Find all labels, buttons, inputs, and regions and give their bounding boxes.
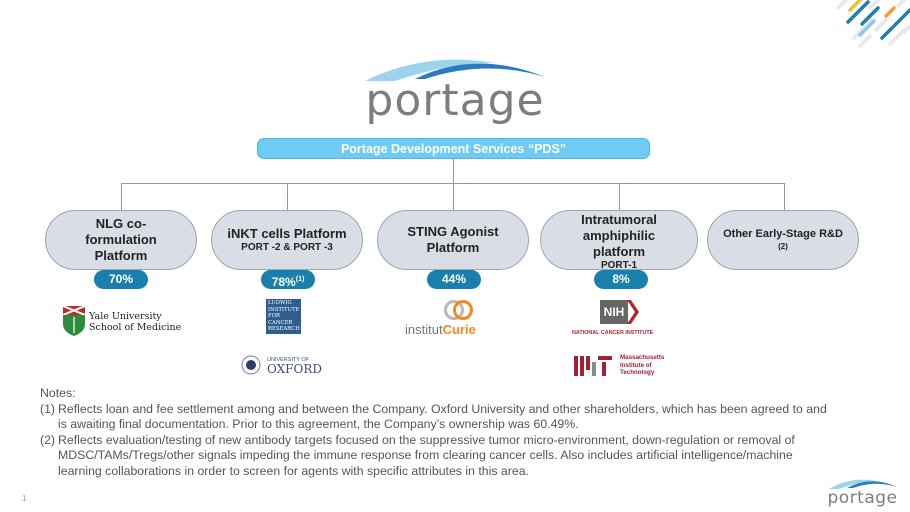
- platform-title: Other Early-Stage R&D: [723, 228, 843, 240]
- connector-trunk: [453, 159, 454, 183]
- footnote-ref: (1): [295, 276, 305, 283]
- footer-portage-logo: portage: [825, 478, 900, 510]
- logo-wordmark: portage: [365, 75, 545, 126]
- connector-drop-4: [619, 183, 620, 210]
- footer-logo-wordmark: portage: [827, 488, 898, 508]
- platform-subtitle: PORT -2 & PORT -3: [241, 242, 333, 253]
- connector-drop-5: [784, 183, 785, 210]
- mit-mark-icon: [574, 356, 612, 376]
- yale-shield-icon: [63, 306, 85, 336]
- platform-inkt: iNKT cells Platform PORT -2 & PORT -3: [211, 210, 363, 270]
- platform-nlg: NLG co-formulation Platform: [45, 210, 197, 270]
- ownership-badge-intratumoral: 8%: [594, 270, 648, 289]
- corner-stripes-decoration: [836, 0, 910, 48]
- ludwig-institute-logo: LUDWIG INSTITUTE FOR CANCER RESEARCH: [266, 299, 301, 334]
- footer-logo-arc-icon: [829, 479, 897, 489]
- logo-arc-icon: [365, 59, 545, 81]
- platform-sting: STING Agonist Platform: [377, 210, 529, 270]
- connector-drop-2: [287, 183, 288, 210]
- platform-title: NLG co-formulation Platform: [85, 216, 157, 263]
- institut-curie-logo: institutCurie: [405, 299, 485, 341]
- nih-nci-logo: NIH NATIONAL CANCER INSTITUTE: [570, 300, 670, 340]
- platform-title: Intratumoral amphiphilic platform: [581, 212, 657, 259]
- notes-section: Notes: (1) Reflects loan and fee settlem…: [40, 386, 830, 479]
- connector-drop-1: [121, 183, 122, 210]
- nih-chevron-icon: [627, 300, 639, 324]
- ownership-badge-inkt: 78%(1): [261, 270, 315, 289]
- note-number: (2): [40, 432, 56, 447]
- platform-subtitle: PORT-1: [600, 260, 638, 271]
- mit-logo: Massachusetts Institute of Technology: [574, 354, 674, 380]
- ownership-badge-sting: 44%: [427, 270, 481, 289]
- platform-other-rnd: Other Early-Stage R&D (2): [707, 210, 859, 270]
- note-text: Reflects loan and fee settlement among a…: [58, 401, 827, 432]
- platform-intratumoral: Intratumoral amphiphilic platform PORT-1: [540, 210, 698, 271]
- portage-logo: portage: [355, 55, 555, 135]
- note-item: (1) Reflects loan and fee settlement amo…: [40, 402, 830, 433]
- notes-heading: Notes:: [40, 386, 76, 400]
- note-number: (1): [40, 401, 56, 416]
- curie-rings-icon: [444, 300, 473, 320]
- note-text: Reflects evaluation/testing of new antib…: [58, 432, 795, 478]
- platform-title: iNKT cells Platform: [227, 226, 347, 241]
- note-item: (2) Reflects evaluation/testing of new a…: [40, 433, 830, 480]
- pds-header-bar: Portage Development Services “PDS”: [257, 138, 650, 159]
- oxford-crest-icon: [241, 355, 261, 375]
- page-number: 1: [22, 494, 27, 503]
- ownership-badge-nlg: 70%: [94, 270, 148, 289]
- platform-title: STING Agonist Platform: [407, 224, 499, 255]
- connector-drop-3: [453, 183, 454, 210]
- platform-subtitle: (2): [778, 242, 788, 251]
